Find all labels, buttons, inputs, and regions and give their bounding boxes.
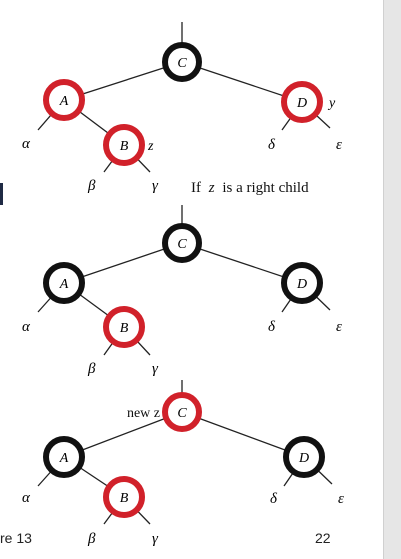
node-circle <box>43 436 85 478</box>
tree2-node-a: A <box>43 262 85 304</box>
node-circle <box>162 42 202 82</box>
node-label: B <box>120 321 129 336</box>
node-label: D <box>296 96 307 111</box>
tree3-delta-label: δ <box>270 491 278 507</box>
tree1-epsilon-label: ε <box>336 137 342 153</box>
tree1-node-b: B <box>103 124 145 166</box>
case-caption: If z is a right child <box>191 180 309 196</box>
tree2-node-d: D <box>281 262 323 304</box>
node-circle <box>43 262 85 304</box>
caption-rest: is a right child <box>222 180 309 196</box>
tree1-beta-label: β <box>87 178 96 194</box>
node-circle <box>281 262 323 304</box>
node-label: C <box>177 237 187 252</box>
tree2-alpha-label: α <box>22 319 31 335</box>
tree3-node-b: B <box>103 476 145 518</box>
node-label: A <box>59 94 69 109</box>
slide-edge-marker <box>0 183 3 205</box>
node-circle <box>103 124 145 166</box>
tree1-node-a: A <box>43 79 85 121</box>
new-z-text: new z <box>127 406 160 421</box>
caption-z: z <box>208 180 215 196</box>
node-label: A <box>59 451 69 466</box>
node-label: D <box>296 277 307 292</box>
tree2-beta-label: β <box>87 361 96 377</box>
tree1-delta-label: δ <box>268 137 276 153</box>
tree3-new-z-annotation: new z <box>127 406 160 421</box>
tree3-node-d: D <box>283 436 325 478</box>
tree1-node-d: D <box>281 81 323 123</box>
node-circle <box>43 79 85 121</box>
footer-title: re 13 <box>0 530 32 546</box>
tree2-delta-label: δ <box>268 319 276 335</box>
tree2-gamma-label: γ <box>152 361 159 377</box>
page-number: 22 <box>315 530 331 546</box>
tree1-z-label: z <box>147 139 154 154</box>
node-circle <box>162 223 202 263</box>
tree3-beta-label: β <box>87 531 96 547</box>
caption-if: If <box>191 180 201 196</box>
node-circle <box>162 392 202 432</box>
tree3-node-c: C <box>162 392 202 432</box>
node-label: B <box>120 139 129 154</box>
tree3-gamma-label: γ <box>152 531 159 547</box>
node-circle <box>103 476 145 518</box>
node-circle <box>283 436 325 478</box>
node-circle <box>281 81 323 123</box>
tree3-alpha-label: α <box>22 490 31 506</box>
node-label: A <box>59 277 69 292</box>
tree1-alpha-label: α <box>22 136 31 152</box>
node-label: D <box>298 451 309 466</box>
tree3-node-a: A <box>43 436 85 478</box>
tree1-gamma-label: γ <box>152 178 159 194</box>
tree1-node-c: C <box>162 42 202 82</box>
node-label: C <box>177 56 187 71</box>
tree1-y-label: y <box>327 96 336 111</box>
tree2-node-b: B <box>103 306 145 348</box>
tree2-node-c: C <box>162 223 202 263</box>
node-label: C <box>177 406 187 421</box>
scrollbar-track[interactable] <box>383 0 401 559</box>
node-circle <box>103 306 145 348</box>
node-label: B <box>120 491 129 506</box>
tree3-epsilon-label: ε <box>338 491 344 507</box>
tree2-epsilon-label: ε <box>336 319 342 335</box>
